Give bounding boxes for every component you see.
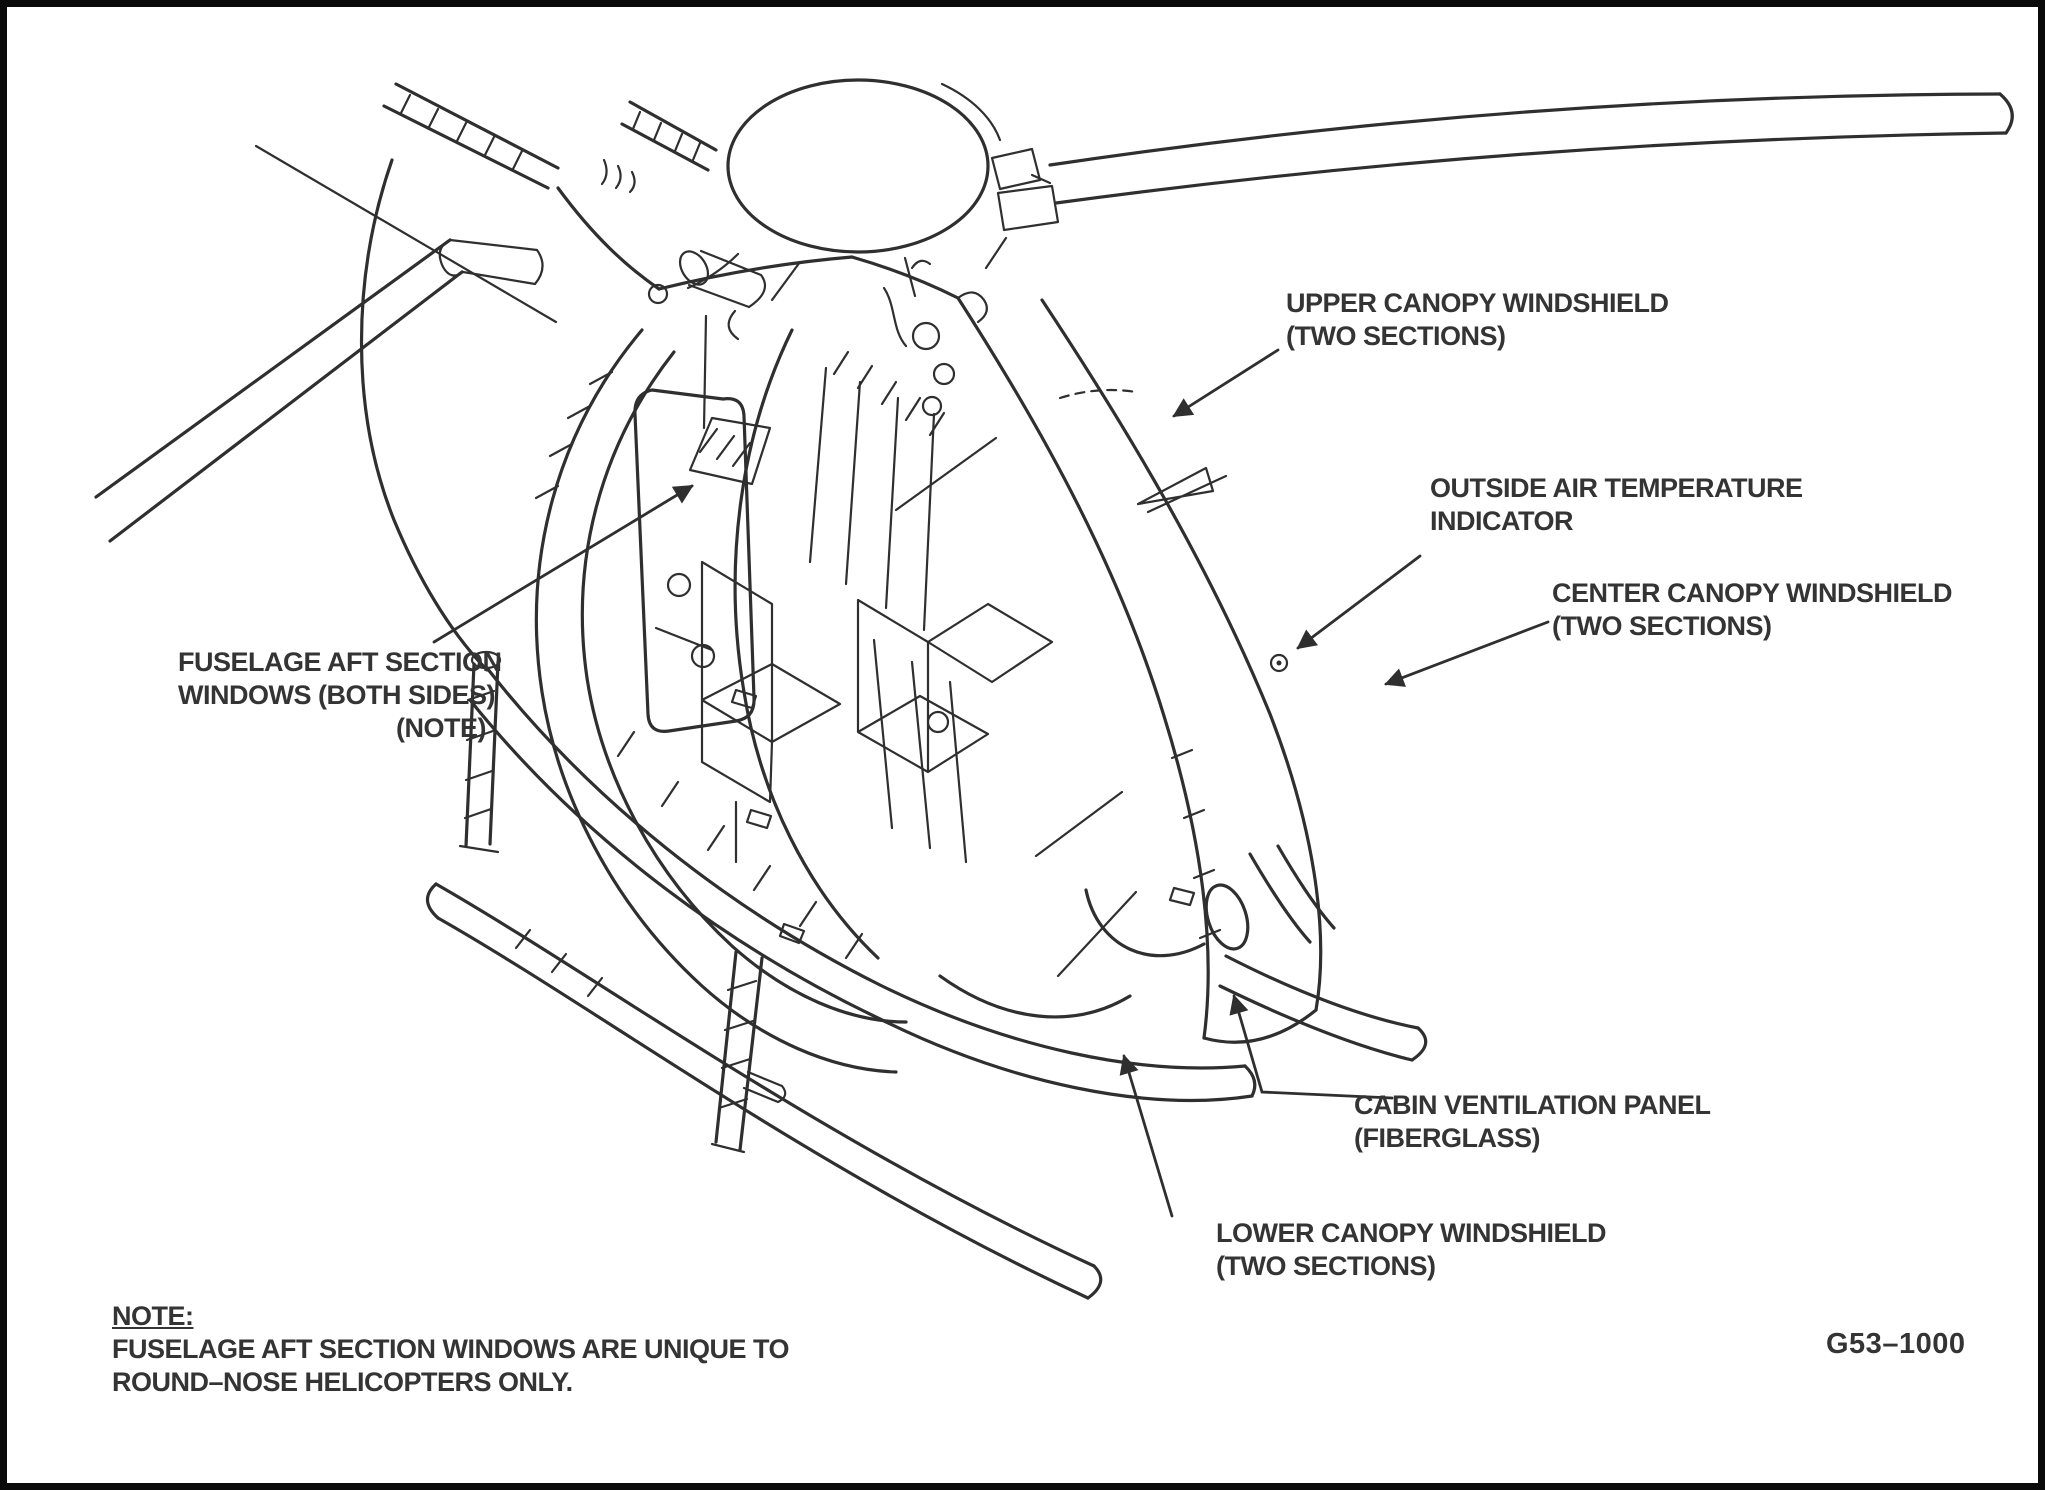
left-skid — [425, 882, 1103, 1300]
leader-cabin-vent — [1229, 994, 1394, 1100]
callout-fuselage-aft-windows: FUSELAGE AFT SECTION WINDOWS (BOTH SIDES… — [178, 646, 502, 745]
rotor-hub — [600, 78, 1002, 254]
skid-strut-front — [458, 650, 502, 854]
callout-cabin-ventilation-panel: CABIN VENTILATION PANEL (FIBERGLASS) — [1354, 1089, 1711, 1155]
oat-probe-mark — [1269, 653, 1289, 673]
leader-outside-air-temp — [1296, 554, 1422, 650]
leader-upper-canopy — [1172, 348, 1280, 418]
lower-canopy-nose — [926, 710, 1250, 1019]
callout-center-canopy-windshield: CENTER CANOPY WINDSHIELD (TWO SECTIONS) — [1552, 577, 1953, 643]
fuselage-belly — [468, 666, 1257, 1102]
fuselage-outline — [359, 158, 960, 672]
callout-line: (NOTE) — [396, 713, 486, 743]
callout-line: WINDOWS (BOTH SIDES) — [178, 680, 495, 710]
note-heading: NOTE: — [112, 1301, 194, 1331]
leader-center-canopy — [1384, 620, 1550, 687]
callout-lower-canopy-windshield: LOWER CANOPY WINDSHIELD (TWO SECTIONS) — [1216, 1217, 1607, 1283]
callout-line: CENTER CANOPY WINDSHIELD — [1552, 578, 1953, 608]
center-canopy-windshield — [956, 296, 1323, 1044]
callout-outside-air-temperature: OUTSIDE AIR TEMPERATURE INDICATOR — [1430, 472, 1803, 538]
main-rotor-blade-right — [990, 92, 2014, 232]
skid-strut-rear — [710, 950, 787, 1154]
callout-line: FUSELAGE AFT SECTION — [178, 647, 502, 677]
figure-number: G53–1000 — [1826, 1328, 1966, 1360]
callout-line: (TWO SECTIONS) — [1286, 321, 1506, 351]
main-rotor-blade-left — [94, 144, 558, 543]
note-line: ROUND–NOSE HELICOPTERS ONLY. — [112, 1367, 573, 1397]
callout-line: OUTSIDE AIR TEMPERATURE — [1430, 473, 1803, 503]
cabin-vent-opening — [1204, 883, 1250, 951]
helicopter-line-art — [94, 78, 2014, 1300]
rotor-blade-stubs — [382, 82, 718, 190]
leader-fuselage-aft-windows — [432, 484, 694, 644]
leader-lower-canopy — [1119, 1054, 1174, 1218]
callout-line: (TWO SECTIONS) — [1552, 611, 1772, 641]
note-block: NOTE: FUSELAGE AFT SECTION WINDOWS ARE U… — [112, 1300, 790, 1399]
right-skid — [1218, 844, 1428, 1062]
callout-line: (TWO SECTIONS) — [1216, 1251, 1436, 1281]
callout-line: LOWER CANOPY WINDSHIELD — [1216, 1218, 1607, 1248]
callout-line: CABIN VENTILATION PANEL — [1354, 1090, 1711, 1120]
callout-line: INDICATOR — [1430, 506, 1573, 536]
cabin-interior-seats — [700, 436, 1138, 978]
rotor-mast-controls — [647, 236, 1008, 430]
note-line: FUSELAGE AFT SECTION WINDOWS ARE UNIQUE … — [112, 1334, 790, 1364]
callout-upper-canopy-windshield: UPPER CANOPY WINDSHIELD (TWO SECTIONS) — [1286, 287, 1669, 353]
leader-arrows — [432, 348, 1550, 1218]
callout-line: (FIBERGLASS) — [1354, 1123, 1540, 1153]
callout-line: UPPER CANOPY WINDSHIELD — [1286, 288, 1669, 318]
window-glazing-lines — [808, 366, 968, 864]
